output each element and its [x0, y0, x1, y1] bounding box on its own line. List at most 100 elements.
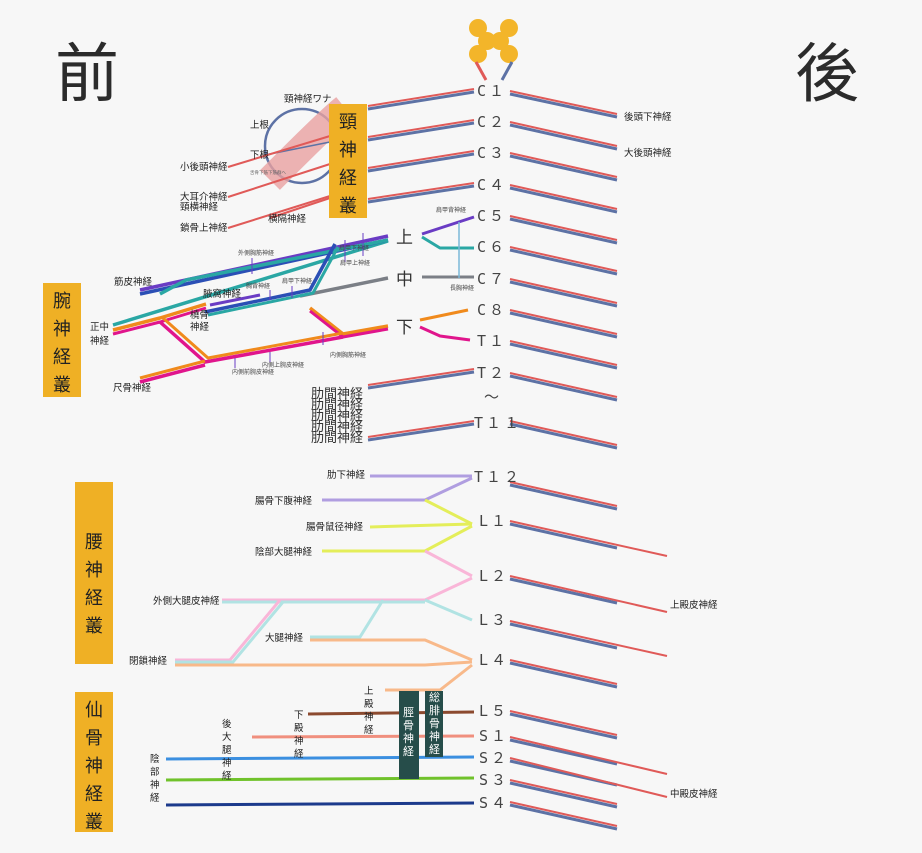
- segment-l4: L４: [479, 651, 509, 669]
- great-auricular-label: 大耳介神経: [180, 191, 228, 203]
- svg-text:経: 経: [429, 743, 440, 756]
- thoracodorsal-label: 胸背神経: [246, 282, 270, 290]
- intercostal-label-4: 肋間神経: [311, 420, 363, 435]
- lumbar-plexus: [175, 474, 473, 692]
- sacral-plexus-box: [75, 692, 113, 832]
- superior-cluneal-label: 上殿皮神経: [670, 599, 718, 611]
- ansa-cervicalis-label: 頸神経ワナ: [284, 93, 332, 105]
- axillary-label: 腋窩神経: [203, 288, 242, 300]
- median-label-2: 神経: [90, 335, 110, 347]
- svg-text:殿: 殿: [364, 699, 374, 710]
- inferior-gluteal-label: 下 殿 神 経: [294, 710, 304, 760]
- brachial-box-char-3: 経: [53, 347, 71, 368]
- lateral-femoral-cutaneous-label: 外側大腿皮神経: [153, 595, 220, 607]
- cervical-box-char-1: 頸: [339, 112, 357, 133]
- svg-text:殿: 殿: [294, 723, 304, 734]
- segment-s4: S４: [479, 794, 509, 812]
- upper-subscapular-label: 肩甲下神経: [282, 277, 312, 285]
- subscapular-label: 肩甲下神経: [339, 244, 369, 252]
- segment-l3: L３: [479, 611, 509, 629]
- svg-text:神: 神: [222, 757, 232, 769]
- medial-brachial-cutaneous-label: 内側上腕皮神経: [262, 361, 304, 369]
- subcostal-label: 肋下神経: [327, 469, 366, 481]
- spinal-cord-icon: [469, 19, 518, 81]
- sacral-box-char-5: 叢: [85, 812, 103, 833]
- segment-t11: T１１: [474, 414, 522, 432]
- sacral-plexus: [165, 710, 475, 807]
- svg-text:骨: 骨: [429, 717, 440, 730]
- svg-text:神: 神: [403, 731, 414, 745]
- sacral-box-char-3: 神: [85, 756, 103, 777]
- radial-label-2: 神経: [190, 321, 210, 333]
- brachial-plexus-box: [43, 283, 81, 397]
- svg-text:部: 部: [150, 766, 160, 778]
- cervical-box-char-2: 神: [339, 140, 357, 161]
- segment-s1: S１: [479, 727, 509, 745]
- segment-c5: C５: [477, 207, 507, 225]
- femoral-label: 大腿神経: [265, 632, 304, 644]
- segment-c4: C４: [477, 176, 507, 194]
- ilioinguinal-label: 腸骨鼠径神経: [306, 521, 364, 533]
- segment-l2: L２: [479, 567, 509, 585]
- svg-text:後: 後: [222, 718, 232, 730]
- iliohypogastric-label: 腸骨下腹神経: [255, 495, 313, 507]
- sacral-box-char-2: 骨: [85, 728, 103, 749]
- svg-text:神: 神: [429, 729, 440, 743]
- svg-text:骨: 骨: [403, 719, 414, 732]
- common-fibular-label: 総 腓 骨 神 経: [429, 690, 440, 756]
- obturator-label: 閉鎖神経: [129, 655, 168, 667]
- sacral-box-char-4: 経: [85, 784, 103, 805]
- suboccipital-label: 後頭下神経: [624, 111, 672, 123]
- lower-root-label: 下根: [250, 149, 270, 161]
- segment-l5: L５: [479, 702, 509, 720]
- lesser-occipital-label: 小後頭神経: [180, 161, 228, 173]
- greater-occipital-label: 大後頭神経: [624, 147, 672, 159]
- intercostal-label-5: 肋間神経: [311, 431, 363, 446]
- middle-cluneal-label: 中殿皮神経: [670, 788, 718, 800]
- posterior-femoral-cutaneous-label: 後 大 腿 神 経: [222, 718, 232, 782]
- intercostal-nerves: [367, 368, 475, 442]
- segment-c6: C６: [477, 238, 507, 256]
- svg-text:経: 経: [294, 748, 304, 760]
- cervical-plexus-box: [329, 104, 367, 218]
- middle-trunk-label: 中: [396, 270, 413, 290]
- musculocutaneous-label: 筋皮神経: [114, 276, 153, 288]
- intercostal-label-3: 肋間神経: [311, 409, 363, 424]
- cervical-box-char-4: 叢: [339, 196, 357, 217]
- median-label-1: 正中: [90, 321, 109, 333]
- medial-pectoral-label: 内側胸筋神経: [330, 351, 366, 359]
- superior-gluteal-label: 上 殿 神 経: [364, 686, 374, 736]
- brachial-plexus: [112, 215, 475, 384]
- genitofemoral-label: 陰部大腿神経: [255, 546, 313, 558]
- svg-text:脛: 脛: [403, 706, 414, 719]
- supraclavicular-label: 鎖骨上神経: [180, 222, 228, 234]
- sacral-box-char-1: 仙: [85, 700, 103, 721]
- lumbar-box-char-3: 経: [85, 588, 103, 609]
- tibial-box: [399, 691, 419, 779]
- brachial-box-char-1: 腕: [53, 291, 71, 312]
- svg-text:経: 経: [403, 745, 414, 758]
- pudendal-label: 陰 部 神 経: [150, 753, 160, 804]
- lateral-pectoral-label: 外側胸筋神経: [238, 249, 274, 257]
- svg-text:経: 経: [222, 770, 232, 782]
- segment-c2: C２: [477, 113, 507, 131]
- lumbar-box-char-2: 神: [85, 560, 103, 581]
- svg-text:経: 経: [150, 792, 160, 804]
- lumbar-box-char-4: 叢: [85, 616, 103, 637]
- lumbar-box-char-1: 腰: [85, 532, 103, 553]
- upper-trunk-label: 上: [396, 228, 413, 248]
- svg-text:神: 神: [150, 779, 160, 791]
- lumbar-plexus-box: [75, 482, 113, 664]
- svg-text:上: 上: [364, 686, 374, 697]
- segment-t12: T１２: [474, 468, 522, 486]
- upper-root-label: 上根: [250, 119, 270, 131]
- svg-text:下: 下: [294, 710, 304, 721]
- ulnar-label: 尺骨神経: [113, 382, 152, 394]
- svg-text:総: 総: [429, 690, 440, 704]
- segment-tilde: ～: [484, 388, 502, 406]
- lower-root-note: 舌骨下筋下筋群へ: [250, 169, 286, 176]
- svg-text:神: 神: [294, 735, 304, 747]
- svg-text:経: 経: [364, 724, 374, 736]
- brachial-box-char-4: 叢: [53, 375, 71, 396]
- posterior-rami: [509, 90, 668, 831]
